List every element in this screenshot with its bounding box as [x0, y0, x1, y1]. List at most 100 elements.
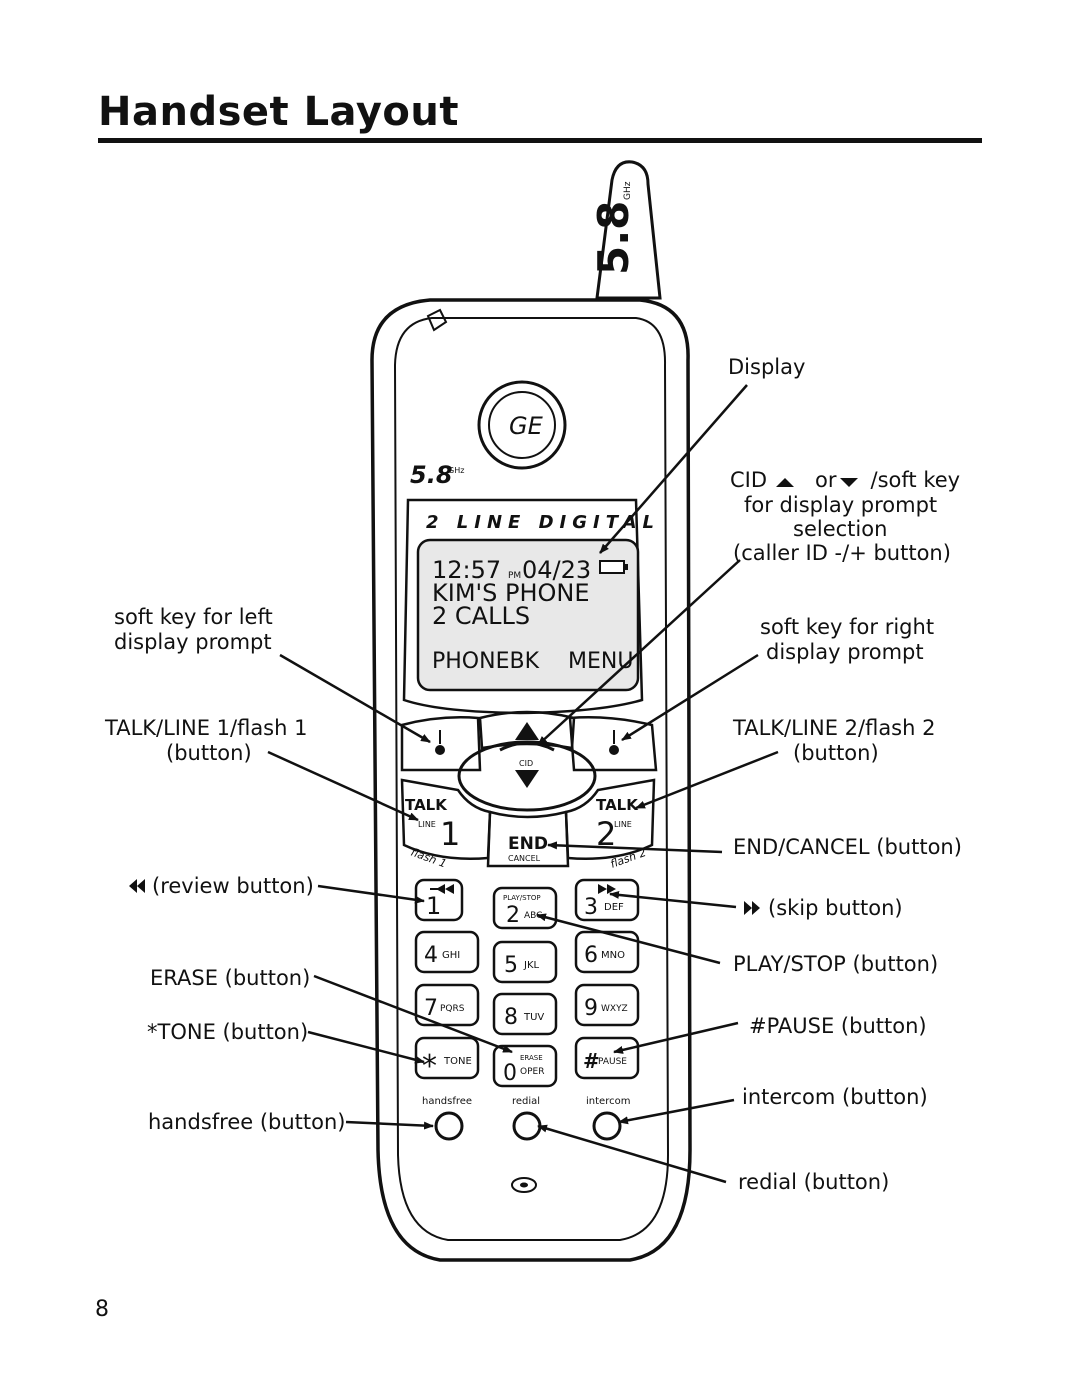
callout-cid-line1: CID or/soft key — [730, 468, 960, 493]
cancel-label: CANCEL — [508, 854, 541, 863]
key-0[interactable] — [492, 1044, 558, 1088]
soft-key-right[interactable] — [568, 716, 658, 772]
key-9-digit: 9 — [584, 996, 598, 1021]
key-2[interactable] — [492, 886, 558, 930]
key-hash[interactable] — [574, 1036, 640, 1080]
key-3-letters: DEF — [604, 902, 624, 913]
lcd-screen — [416, 538, 640, 692]
face-brand: 5.8 — [410, 461, 453, 489]
intercom-key[interactable] — [592, 1111, 622, 1141]
key-1-digit: 1 — [426, 892, 441, 920]
key-5-letters: JKL — [523, 960, 540, 971]
cid-down-arrow-icon — [515, 770, 539, 788]
key-6-digit: 6 — [584, 943, 598, 968]
logo-text: GE — [509, 412, 544, 440]
intercom-key-label: intercom — [586, 1096, 630, 1107]
key-6-letters: MNO — [601, 950, 625, 961]
callout-erase: ERASE (button) — [150, 966, 311, 990]
handsfree-key-label: handsfree — [422, 1096, 472, 1107]
key-0-digit: 0 — [503, 1061, 517, 1086]
callout-talk2-1: TALK/LINE 2/flash 2 — [733, 716, 936, 740]
callout-handsfree: handsfree (button) — [148, 1110, 346, 1134]
belt-clip — [426, 308, 448, 332]
face-ghz: GHz — [448, 466, 464, 475]
screen-line3: 2 CALLS — [432, 602, 530, 630]
key-3-digit: 3 — [584, 895, 598, 920]
soft-left-dot-icon — [435, 745, 445, 755]
key-2-top: PLAY/STOP — [503, 894, 541, 902]
key-6[interactable] — [574, 930, 640, 974]
key-4-digit: 4 — [424, 943, 438, 968]
microphone-icon — [511, 1177, 537, 1193]
skip-label-icon — [744, 901, 760, 915]
review-label-icon — [129, 879, 145, 893]
callout-soft-right-2: display prompt — [766, 640, 924, 664]
key-5[interactable] — [492, 940, 558, 984]
key-0-top: ERASE — [520, 1054, 543, 1062]
screen-ampm: PM — [508, 571, 521, 581]
key-hash-symbol: # — [583, 1049, 600, 1073]
talk1-label: TALK — [405, 796, 448, 814]
antenna: 5.8 GHz — [589, 160, 662, 300]
key-9-letters: WXYZ — [601, 1004, 628, 1014]
end-label: END — [508, 834, 548, 854]
callout-soft-right-1: soft key for right — [760, 615, 935, 639]
redial-key-label: redial — [512, 1096, 540, 1107]
line2-label: LINE — [614, 820, 632, 829]
end-cancel-key[interactable] — [486, 810, 570, 868]
cid-up-arrow-icon — [515, 722, 539, 740]
key-2-letters: ABC — [524, 911, 542, 921]
keypad — [414, 878, 640, 1088]
callout-talk1-1: TALK/LINE 1/flash 1 — [105, 716, 308, 740]
key-7[interactable] — [414, 983, 480, 1027]
soft-right-dot-icon — [609, 745, 619, 755]
screen-line2: KIM'S PHONE — [432, 579, 590, 607]
key-7-letters: PQRS — [440, 1004, 465, 1014]
callout-pause: #PAUSE (button) — [749, 1014, 927, 1038]
line2-number: 2 — [596, 815, 616, 853]
callout-talk1-2: (button) — [166, 741, 252, 765]
talk2-label: TALK — [596, 796, 639, 814]
callout-cid-word: CID — [730, 468, 768, 492]
model-band: 2 LINE DIGITAL — [426, 512, 660, 533]
key-2-digit: 2 — [506, 903, 520, 928]
antenna-brand: 5.8 — [589, 201, 638, 275]
leader-lines — [267, 384, 779, 1184]
callout-review: (review button) — [152, 874, 314, 898]
handsfree-key[interactable] — [434, 1111, 464, 1141]
key-4[interactable] — [414, 930, 480, 974]
screen-softkey-left: PHONEBK — [432, 649, 540, 674]
callout-skip: (skip button) — [768, 896, 903, 920]
callout-cid-line3: selection — [793, 517, 888, 541]
screen-time: 12:57 — [432, 556, 501, 584]
antenna-ghz: GHz — [623, 181, 633, 200]
callout-end-cancel: END/CANCEL (button) — [733, 835, 962, 859]
key-9[interactable] — [574, 983, 640, 1027]
callout-play-stop: PLAY/STOP (button) — [733, 952, 939, 976]
page-number: 8 — [95, 1297, 109, 1322]
key-3[interactable] — [574, 878, 640, 922]
cid-label-up-icon — [776, 478, 794, 487]
key-0-letters: OPER — [520, 1067, 544, 1077]
key-8[interactable] — [492, 992, 558, 1036]
ge-logo-ring — [477, 380, 567, 470]
screen-date: 04/23 — [522, 556, 591, 584]
callout-cid-line2: for display prompt — [744, 493, 938, 517]
callout-redial: redial (button) — [738, 1170, 890, 1194]
callout-intercom: intercom (button) — [742, 1085, 928, 1109]
key-4-letters: GHI — [442, 950, 460, 961]
key-8-digit: 8 — [504, 1005, 518, 1030]
callout-cid-softkey: /soft key — [870, 468, 961, 492]
cid-label-down-icon — [840, 478, 858, 487]
key-hash-letters: PAUSE — [598, 1057, 627, 1067]
callout-tone: *TONE (button) — [147, 1020, 309, 1044]
title-rule — [98, 138, 982, 143]
key-7-digit: 7 — [424, 996, 438, 1021]
callout-display: Display — [728, 355, 806, 379]
callout-cid-line4: (caller ID -/+ button) — [733, 541, 951, 565]
callout-soft-left-1: soft key for left — [114, 605, 273, 629]
handset-body-inner — [393, 317, 670, 1241]
callout-cid-or: or — [815, 468, 837, 492]
key-star-symbol: * — [422, 1049, 437, 1084]
